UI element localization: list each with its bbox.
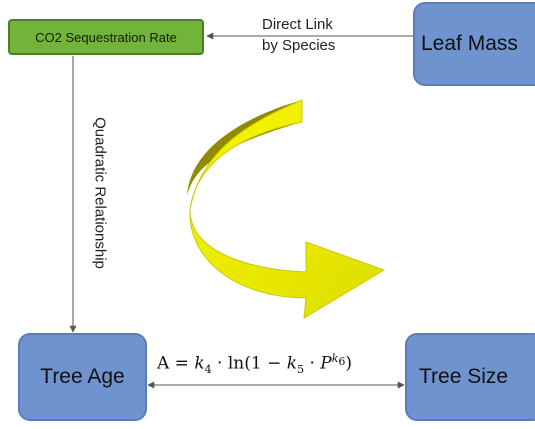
node-co2-sequestration-rate: CO2 Sequestration Rate bbox=[8, 19, 204, 55]
formula-exp-sub: 6 bbox=[338, 355, 346, 369]
formula-p: P bbox=[320, 353, 332, 374]
formula-tree-age: A = k4 · ln(1 − k5 · Pk6) bbox=[157, 352, 352, 376]
formula-k4-sub: 4 bbox=[204, 363, 212, 377]
edge-label-direct-link-line1: Direct Link bbox=[262, 16, 333, 33]
formula-exp: k6 bbox=[331, 352, 346, 369]
formula-close: ) bbox=[345, 353, 353, 374]
formula-k5: k bbox=[286, 353, 298, 374]
edge-label-direct-link-line2: by Species bbox=[262, 37, 336, 54]
formula-k5-sub: 5 bbox=[297, 363, 305, 377]
curved-arrow-icon bbox=[187, 99, 386, 319]
formula-dot: · bbox=[304, 353, 321, 374]
formula-eq: = bbox=[169, 353, 195, 374]
node-tree-age: Tree Age bbox=[18, 333, 147, 421]
edge-label-quadratic-relationship: Quadratic Relationship bbox=[91, 117, 109, 269]
formula-k4: k bbox=[194, 353, 205, 374]
edge-label-direct-link: Direct Link by Species bbox=[262, 14, 335, 56]
node-leaf-mass: Leaf Mass bbox=[413, 2, 535, 86]
formula-exp-k: k bbox=[331, 352, 339, 365]
formula-lhs: A bbox=[157, 353, 170, 374]
node-tree-size: Tree Size bbox=[405, 333, 535, 421]
formula-ln: · ln(1 − bbox=[211, 353, 287, 374]
